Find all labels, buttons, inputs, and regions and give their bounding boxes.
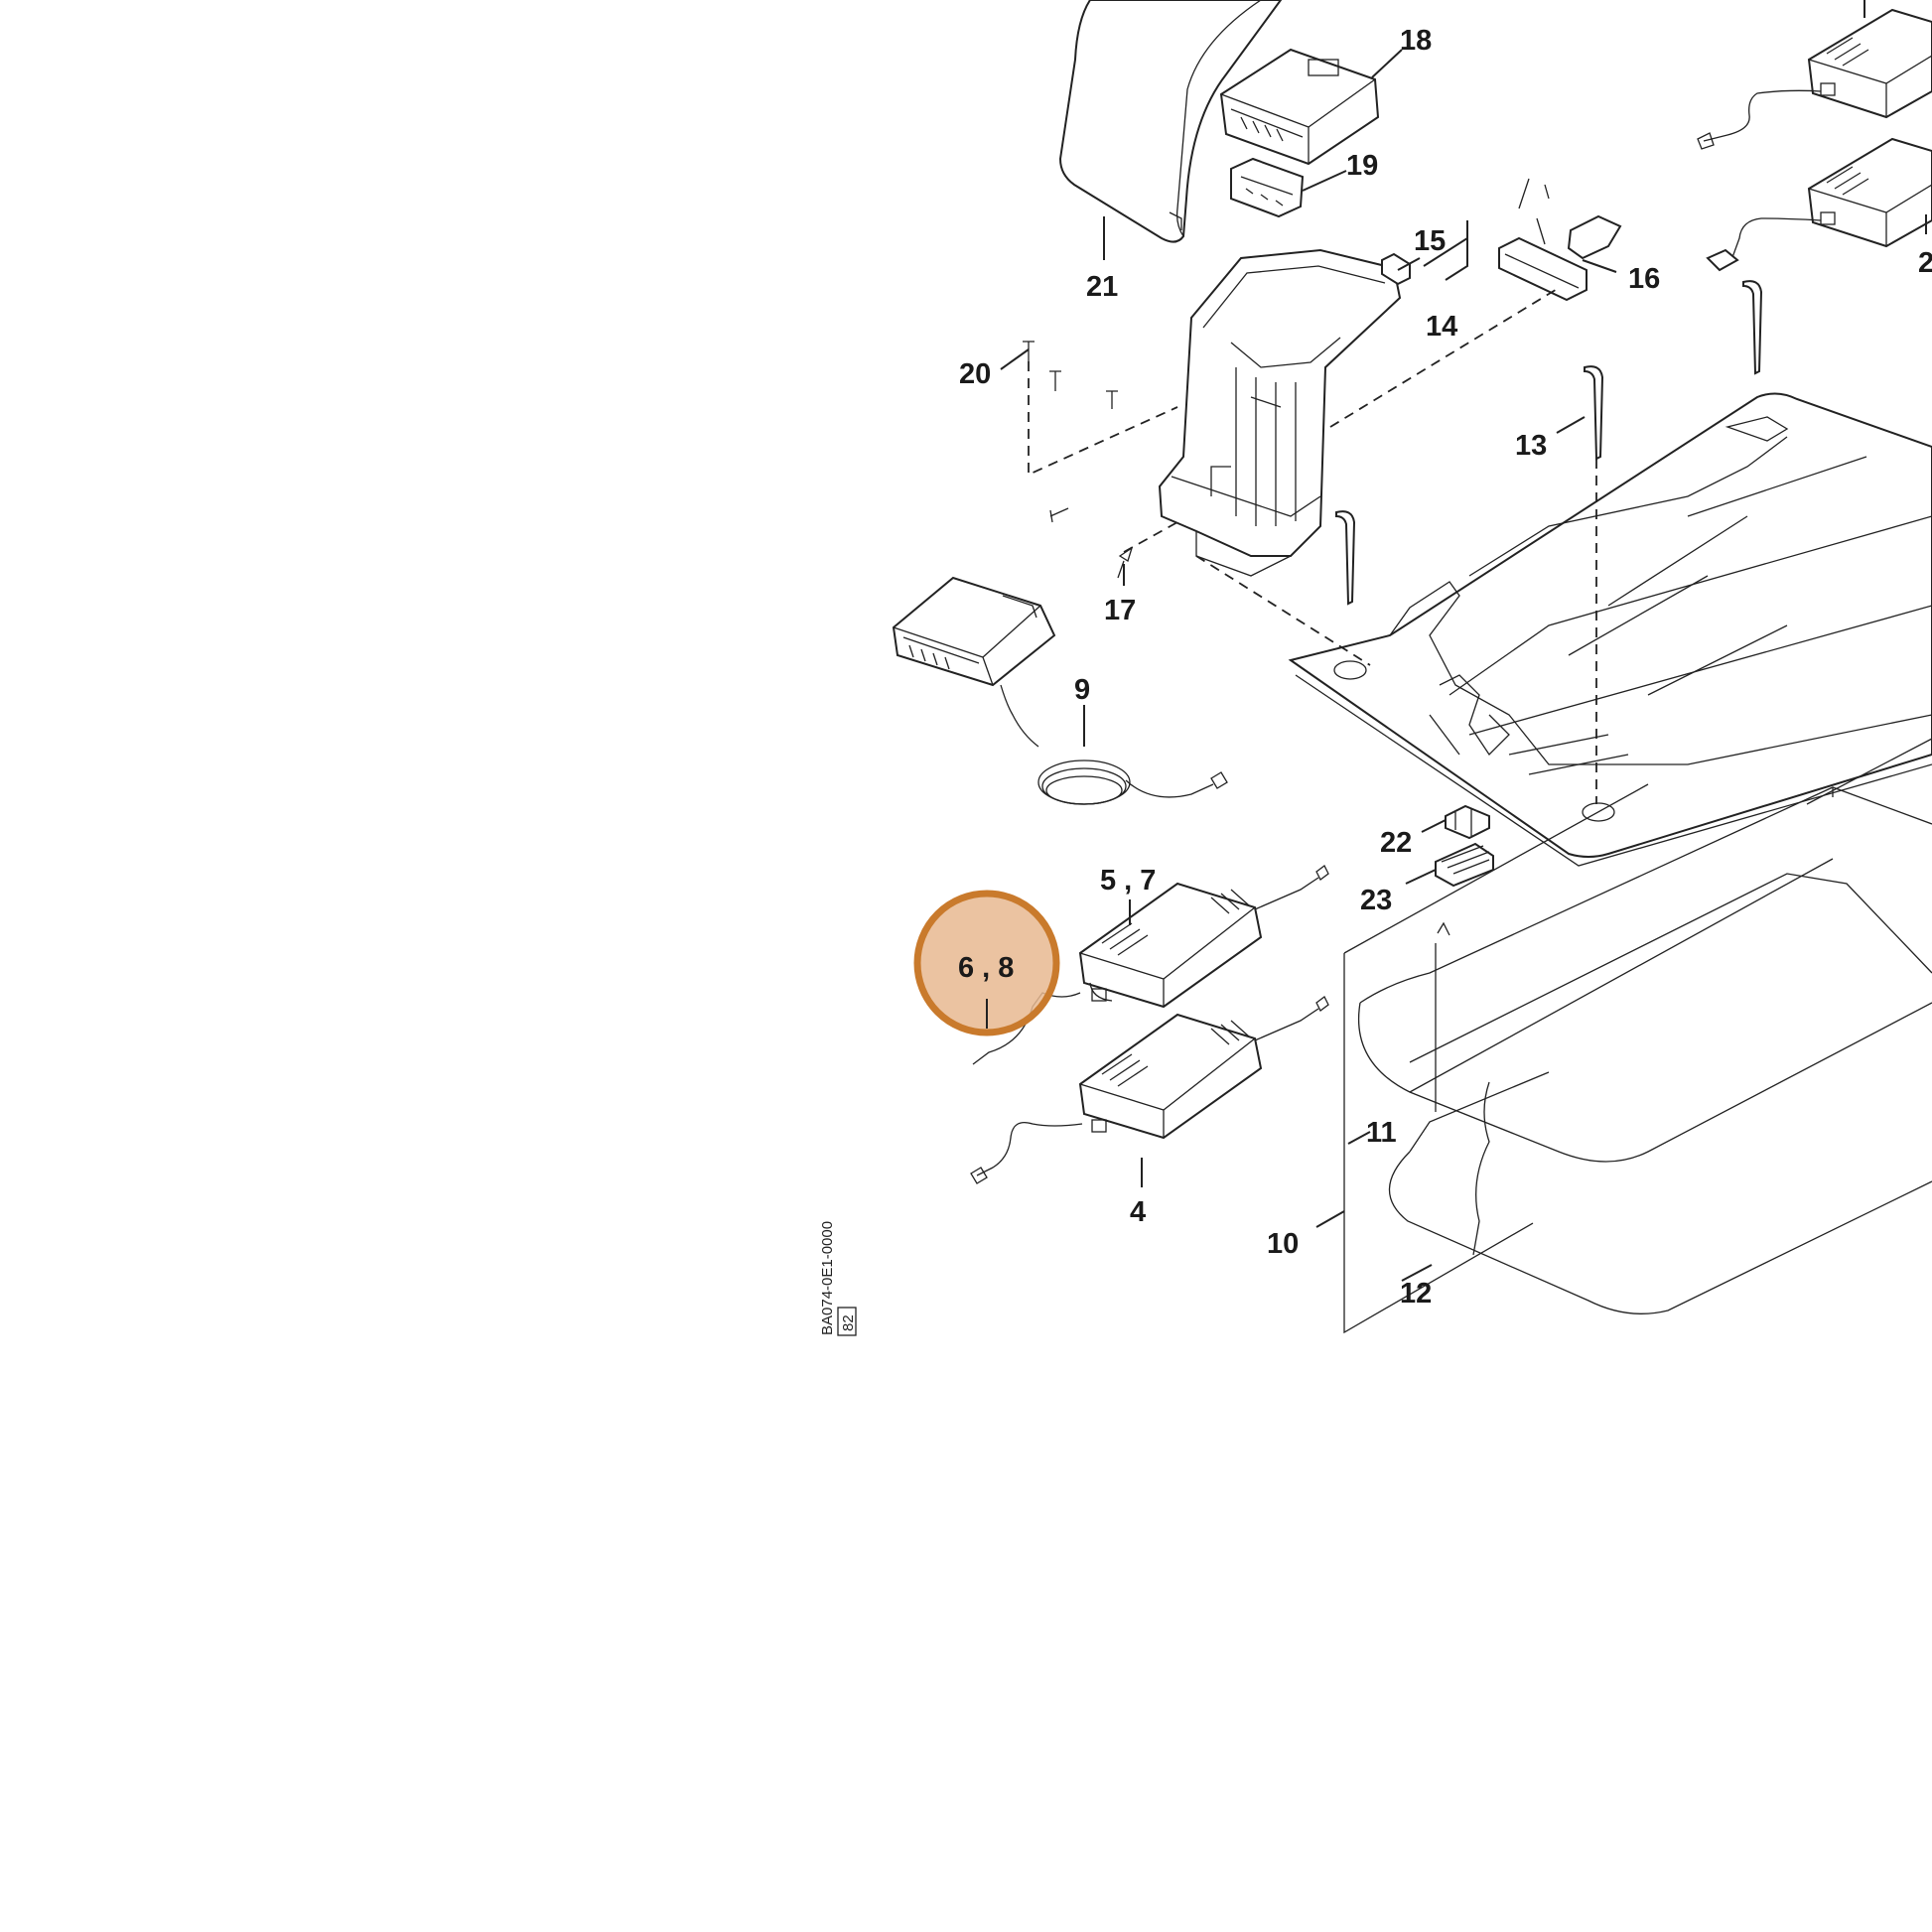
document-code-text: BA074-0E1-0000 — [819, 1221, 836, 1335]
label-15[interactable]: 15 — [1414, 225, 1446, 257]
control-module-part[interactable] — [1219, 48, 1380, 166]
label-21[interactable]: 21 — [1086, 271, 1118, 303]
leader-lines — [1000, 0, 1927, 1282]
clip-part-15[interactable] — [1381, 252, 1411, 286]
highlight-circle[interactable] — [913, 890, 1060, 1036]
assembly-line-16 — [1329, 287, 1560, 428]
screw-set-part-20[interactable] — [1023, 341, 1118, 523]
label-22[interactable]: 22 — [1380, 827, 1412, 859]
label-5-7[interactable]: 5 , 7 — [1100, 865, 1156, 897]
connector-part-22[interactable] — [1445, 804, 1490, 840]
label-6-8[interactable]: 6 , 8 — [958, 952, 1014, 984]
terminal-part-23[interactable] — [1435, 842, 1494, 888]
hood-cover-part[interactable] — [1058, 0, 1283, 243]
label-9[interactable]: 9 — [1074, 674, 1090, 706]
label-11[interactable]: 11 — [1366, 1117, 1397, 1149]
cable-module-part-9[interactable] — [892, 576, 1228, 805]
part-labels: 18 19 21 15 16 14 20 13 17 9 5 , 7 22 23… — [959, 25, 1932, 1310]
label-19[interactable]: 19 — [1346, 150, 1378, 182]
label-18[interactable]: 18 — [1400, 25, 1432, 57]
housing-frame-part[interactable] — [1158, 248, 1402, 577]
label-2-cut[interactable]: 2 — [1918, 247, 1932, 279]
assembly-line-base — [1195, 555, 1371, 666]
loop-cable-assembly-part[interactable] — [1343, 738, 1932, 1334]
document-box-text: 82 — [840, 1314, 857, 1331]
label-20[interactable]: 20 — [959, 358, 991, 390]
label-17[interactable]: 17 — [1104, 595, 1136, 626]
label-16[interactable]: 16 — [1628, 263, 1660, 295]
document-code: BA074-0E1-0000 82 — [819, 1221, 857, 1336]
power-supply-part-2-cut[interactable] — [1697, 8, 1932, 272]
ground-stake-part-13[interactable] — [1335, 280, 1763, 606]
assembly-line-17 — [1123, 521, 1178, 553]
label-12[interactable]: 12 — [1400, 1278, 1432, 1310]
label-4[interactable]: 4 — [1130, 1196, 1146, 1228]
cable-holder-part-16[interactable] — [1498, 178, 1622, 302]
connector-part-19[interactable] — [1230, 157, 1305, 218]
power-supply-part-4[interactable] — [970, 996, 1329, 1184]
label-14[interactable]: 14 — [1426, 311, 1457, 343]
assembly-line-20 — [1028, 361, 1178, 477]
base-plate-part[interactable] — [1288, 392, 1932, 867]
label-10[interactable]: 10 — [1267, 1228, 1299, 1260]
label-13[interactable]: 13 — [1515, 430, 1547, 462]
highlight-marker-6-8[interactable]: 6 , 8 — [913, 890, 1060, 1036]
label-23[interactable]: 23 — [1360, 885, 1392, 916]
screw-part-17[interactable] — [1117, 546, 1134, 579]
power-supply-part-5-7[interactable] — [972, 865, 1329, 1065]
